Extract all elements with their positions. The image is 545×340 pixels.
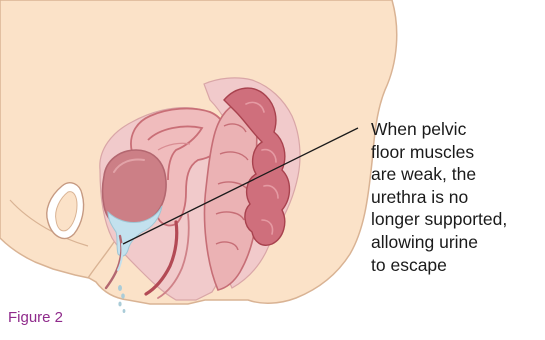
annotation-line: When pelvic (371, 118, 543, 141)
figure-caption: Figure 2 (8, 309, 63, 327)
annotation-line: are weak, the (371, 163, 543, 186)
annotation-text: When pelvic floor muscles are weak, the … (371, 118, 543, 276)
annotation-line: to escape (371, 254, 543, 277)
annotation-line: longer supported, (371, 208, 543, 231)
annotation-line: allowing urine (371, 231, 543, 254)
annotation-line: floor muscles (371, 141, 543, 164)
annotation-line: urethra is no (371, 186, 543, 209)
